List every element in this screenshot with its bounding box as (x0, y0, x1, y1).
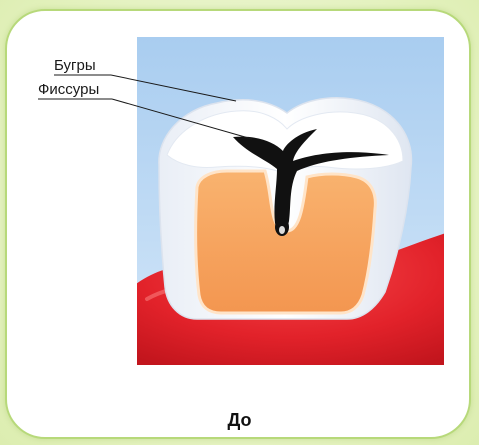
label-cusps: Бугры (54, 58, 96, 74)
tooth-illustration (137, 37, 444, 365)
label-fissures: Фиссуры (38, 82, 99, 98)
caption-before: До (0, 410, 479, 430)
fissure-base-highlight (279, 226, 285, 234)
